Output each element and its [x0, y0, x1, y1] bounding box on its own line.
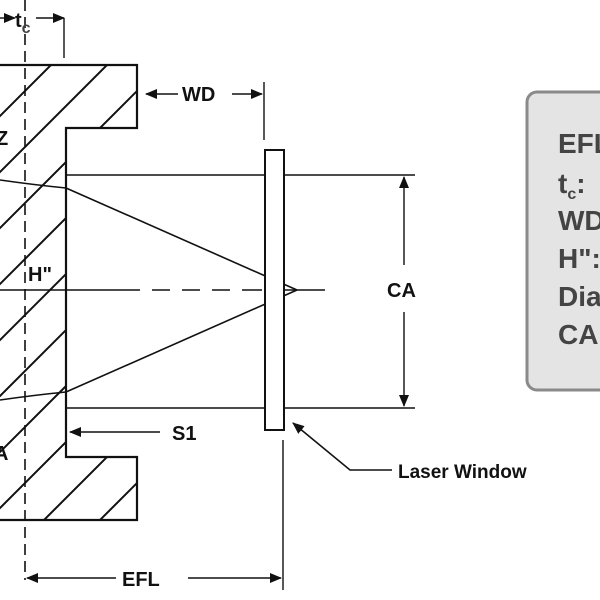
tc-label: tc [15, 10, 31, 37]
tc-dimension: tc [0, 10, 65, 58]
spec-line-wd: WD [558, 205, 600, 236]
wd-dimension: WD [145, 82, 265, 140]
spec-line-dia: Dia [558, 281, 600, 312]
ca-dimension: CA [387, 176, 416, 407]
spec-box-frame [525, 90, 600, 392]
spec-line-ca: CA: [558, 319, 600, 350]
rays [0, 179, 298, 401]
cutoff-label-top: Z [0, 128, 8, 150]
cutoff-label-bottom: A [0, 443, 8, 465]
laser-window-callout: Laser Window [292, 422, 527, 483]
spec-box: EFL tc: WD H": Dia CA: [525, 90, 600, 392]
spec-line-tc: tc: [558, 168, 586, 203]
ca-label: CA [387, 280, 416, 302]
spec-line-efl: EFL [558, 128, 600, 159]
wd-label: WD [182, 84, 215, 106]
efl-label: EFL [122, 569, 160, 591]
s1-dimension: S1 [69, 423, 196, 445]
efl-dimension: EFL [26, 440, 284, 591]
s1-label: S1 [172, 423, 196, 445]
housing-outline [0, 63, 139, 522]
h-double-prime-label: H" [28, 264, 52, 286]
spec-line-h: H": [558, 243, 600, 274]
laser-window [264, 149, 285, 431]
laser-window-label: Laser Window [398, 462, 527, 483]
